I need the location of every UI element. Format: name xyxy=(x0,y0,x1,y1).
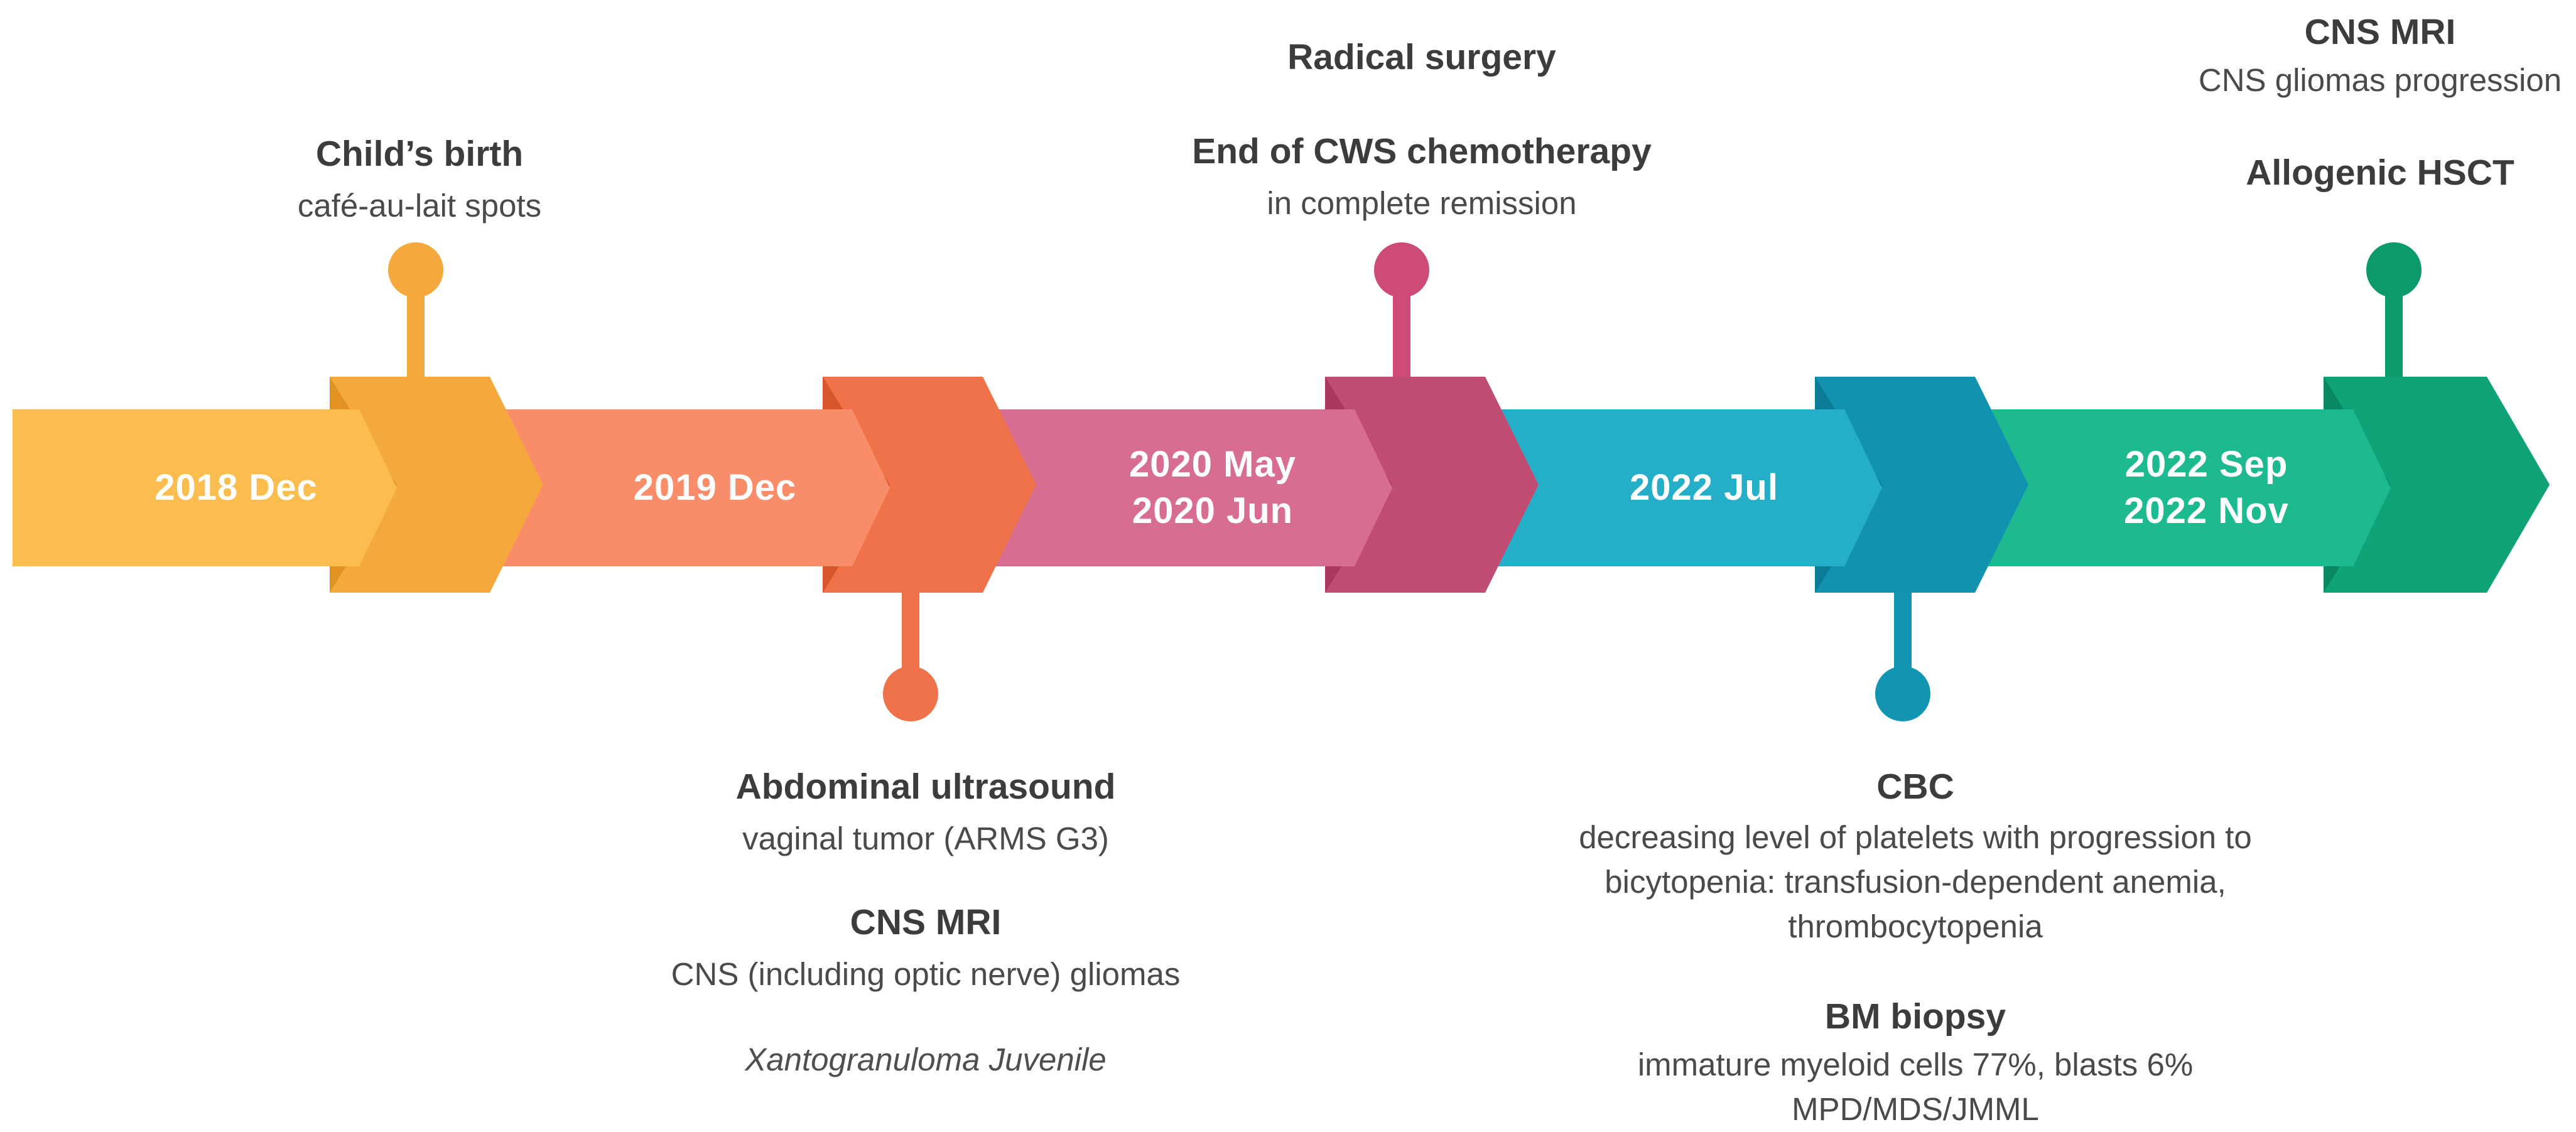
event-title-childs-birth: Child’s birth xyxy=(315,134,524,174)
event-title-cns-mri-progression: CNS MRI xyxy=(2304,12,2456,52)
event-detail-childs-birth: café-au-lait spots xyxy=(297,188,542,224)
event-detail-cns-mri-progression: CNS gliomas progression xyxy=(2198,62,2562,98)
event-title-cbc: CBC xyxy=(1876,767,1954,807)
timeline-band-2019-dec: 2019 Dec xyxy=(477,409,890,566)
timeline-band-2022-sep-nov: 2022 Sep 2022 Nov xyxy=(1959,409,2391,566)
timeline-band-2018-dec: 2018 Dec xyxy=(13,409,397,566)
band-date-label: 2018 Dec xyxy=(154,467,318,508)
marker-circle-cbc xyxy=(1875,666,1930,721)
band-date-label: 2022 Sep 2022 Nov xyxy=(2124,444,2289,531)
marker-circle-allogenic-hsct xyxy=(2366,242,2422,298)
marker-circle-radical-surgery xyxy=(1374,242,1429,298)
band-date-label: 2020 May 2020 Jun xyxy=(1129,444,1296,531)
event-detail-bm-biopsy: immature myeloid cells 77%, blasts 6% MP… xyxy=(1637,1047,2194,1127)
event-title-allogenic-hsct: Allogenic HSCT xyxy=(2246,153,2514,193)
timeline-band-2020-may-jun: 2020 May 2020 Jun xyxy=(970,409,1392,566)
band-date-label: 2022 Jul xyxy=(1630,467,1778,508)
event-title-bm-biopsy: BM biopsy xyxy=(1824,996,2006,1037)
event-title-abdominal-ultrasound: Abdominal ultrasound xyxy=(735,767,1116,807)
event-detail-xantogranuloma-juvenile: Xantogranuloma Juvenile xyxy=(745,1042,1107,1077)
marker-circle-childs-birth xyxy=(388,242,443,298)
event-detail-cbc: decreasing level of platelets with progr… xyxy=(1579,819,2252,944)
event-detail-abdominal-ultrasound: vaginal tumor (ARMS G3) xyxy=(742,821,1109,856)
band-date-label: 2019 Dec xyxy=(633,467,797,508)
event-title-cns-mri-gliomas: CNS MRI xyxy=(850,902,1002,942)
marker-circle-abdominal-ultrasound xyxy=(883,666,938,721)
event-detail-end-cws-chemotherapy: in complete remission xyxy=(1267,185,1577,221)
event-detail-cns-mri-gliomas: CNS (including optic nerve) gliomas xyxy=(671,956,1181,992)
event-title-end-cws-chemotherapy: End of CWS chemotherapy xyxy=(1192,131,1652,171)
event-title-radical-surgery: Radical surgery xyxy=(1287,37,1556,77)
